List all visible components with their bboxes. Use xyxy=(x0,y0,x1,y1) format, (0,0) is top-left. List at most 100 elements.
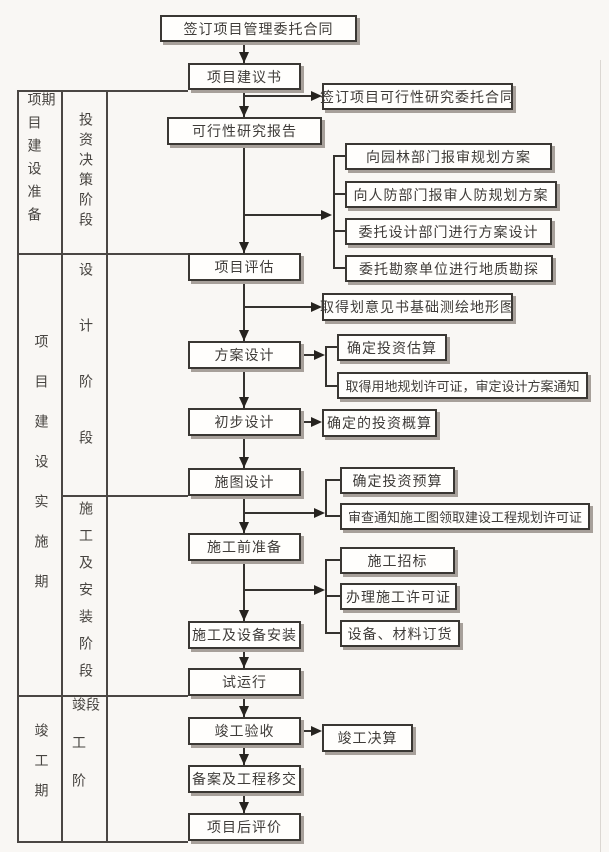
stage-label: 施工及安装阶段 xyxy=(77,500,92,690)
branch-connector xyxy=(301,730,312,732)
flow-connector xyxy=(243,561,245,621)
branch-stub xyxy=(333,230,345,232)
flow-connector xyxy=(243,90,245,117)
branch-stub xyxy=(325,632,340,634)
phase-cell-implementation: 项目建设实施期 xyxy=(19,255,60,693)
step-sign-pm-contract: 签订项目管理委托合同 xyxy=(160,15,357,42)
output-planning-opinion-map: 取得划意见书基础测绘地形图 xyxy=(320,293,515,321)
arrow-right-icon xyxy=(314,350,325,360)
step-label: 竣工验收 xyxy=(214,725,275,740)
step-post-evaluation: 项目后评价 xyxy=(188,813,301,841)
arrow-down-icon xyxy=(239,802,249,813)
step-label: 施工前准备 xyxy=(207,541,282,556)
table-row-divider xyxy=(17,695,108,697)
flow-connector xyxy=(243,145,245,253)
step-scheme-design: 方案设计 xyxy=(188,341,301,369)
phase-label: 竣工期 xyxy=(32,723,48,813)
arrow-right-icon xyxy=(321,210,332,220)
output-construction-permit: 办理施工许可证 xyxy=(340,583,457,610)
stage-label: 竣工阶段 xyxy=(70,697,99,811)
table-column-divider xyxy=(61,90,63,843)
output-label: 委托设计部门进行方案设计 xyxy=(358,225,539,241)
output-label: 取得用地规划许可证，审定设计方案通知 xyxy=(345,379,580,394)
arrow-right-icon xyxy=(311,726,322,736)
arrow-down-icon xyxy=(239,330,249,341)
step-label: 施图设计 xyxy=(214,476,275,491)
phase-label: 项目建设准备期 xyxy=(25,92,55,230)
output-completion-settlement: 竣工决算 xyxy=(322,724,413,752)
arrow-down-icon xyxy=(239,754,249,765)
step-label: 可行性研究报告 xyxy=(192,125,297,140)
step-label: 施工及设备安装 xyxy=(192,629,297,644)
branch-bracket xyxy=(325,346,327,387)
output-construction-tender: 施工招标 xyxy=(340,547,455,574)
phase-label: 项目建设实施期 xyxy=(32,334,48,614)
step-label: 项目建议书 xyxy=(207,70,282,86)
page-edge-line xyxy=(600,60,601,852)
output-sign-feasibility-contract: 签订项目可行性研究委托合同 xyxy=(320,83,515,110)
step-label: 签订项目管理委托合同 xyxy=(183,22,334,38)
flow-connector xyxy=(243,496,245,533)
flow-connector xyxy=(243,436,245,468)
table-row-divider xyxy=(17,253,108,255)
branch-stub xyxy=(333,155,345,157)
phase-cell-completion: 竣工期 xyxy=(19,697,60,839)
output-label: 施工招标 xyxy=(367,554,428,570)
output-label: 向园林部门报审规划方案 xyxy=(366,150,531,166)
flow-connector xyxy=(243,281,245,341)
branch-connector xyxy=(244,589,315,591)
branch-stub xyxy=(325,559,340,561)
output-label: 确定投资估算 xyxy=(347,341,437,357)
branch-connector xyxy=(244,95,312,97)
step-construction-equipment-install: 施工及设备安装 xyxy=(188,621,301,649)
step-project-evaluation: 项目评估 xyxy=(188,253,301,281)
output-label: 办理施工许可证 xyxy=(346,590,451,606)
arrow-down-icon xyxy=(239,657,249,668)
arrow-down-icon xyxy=(239,397,249,408)
step-trial-run: 试运行 xyxy=(188,668,301,696)
step-pre-construction-prep: 施工前准备 xyxy=(188,533,301,561)
table-row-divider xyxy=(61,495,108,497)
output-entrust-design-dept: 委托设计部门进行方案设计 xyxy=(345,218,552,245)
phase-boundary-line xyxy=(106,495,188,497)
branch-stub xyxy=(325,595,340,597)
step-completion-acceptance: 竣工验收 xyxy=(188,717,301,745)
stage-cell-completion: 竣工阶段 xyxy=(63,697,105,839)
output-label: 签订项目可行性研究委托合同 xyxy=(320,90,515,106)
output-label: 委托勘察单位进行地质勘探 xyxy=(359,262,539,278)
branch-stub xyxy=(325,385,337,387)
output-label: 取得划意见书基础测绘地形图 xyxy=(320,301,515,316)
branch-stub xyxy=(333,193,345,195)
step-preliminary-design: 初步设计 xyxy=(188,408,301,436)
arrow-right-icon xyxy=(311,302,322,312)
output-civil-defense-submit: 向人防部门报审人防规划方案 xyxy=(345,181,557,208)
output-label: 竣工决算 xyxy=(337,732,398,747)
step-construction-drawing-design: 施图设计 xyxy=(188,468,301,496)
phase-boundary-line xyxy=(106,90,188,92)
branch-connector xyxy=(301,354,315,356)
stage-cell-construction-install: 施工及安装阶段 xyxy=(63,497,105,693)
step-label: 项目评估 xyxy=(214,261,275,276)
output-label: 向人防部门报审人防规划方案 xyxy=(353,188,549,204)
output-label: 设备、材料订货 xyxy=(347,627,453,643)
branch-bracket xyxy=(333,155,335,269)
arrow-down-icon xyxy=(239,242,249,253)
output-drawing-review-permit: 审查通知施工图领取建设工程规划许可证 xyxy=(340,503,590,530)
stage-cell-design: 设计阶段 xyxy=(63,255,105,493)
branch-connector xyxy=(244,214,322,216)
output-investment-budget: 确定投资预算 xyxy=(340,467,455,494)
stage-cell-investment-decision: 投资决策阶段 xyxy=(63,92,105,251)
output-investment-estimate: 确定投资估算 xyxy=(337,334,447,361)
branch-stub xyxy=(333,267,345,269)
arrow-down-icon xyxy=(239,52,249,63)
arrow-down-icon xyxy=(239,706,249,717)
arrow-right-icon xyxy=(311,91,322,101)
output-garden-dept-submit: 向园林部门报审规划方案 xyxy=(345,143,552,170)
arrow-right-icon xyxy=(314,585,325,595)
branch-stub xyxy=(325,479,340,481)
step-project-proposal: 项目建议书 xyxy=(188,63,301,90)
arrow-right-icon xyxy=(311,417,322,427)
step-label: 项目后评价 xyxy=(207,821,282,836)
stage-label: 投资决策阶段 xyxy=(77,111,92,232)
phase-boundary-line xyxy=(106,841,188,843)
